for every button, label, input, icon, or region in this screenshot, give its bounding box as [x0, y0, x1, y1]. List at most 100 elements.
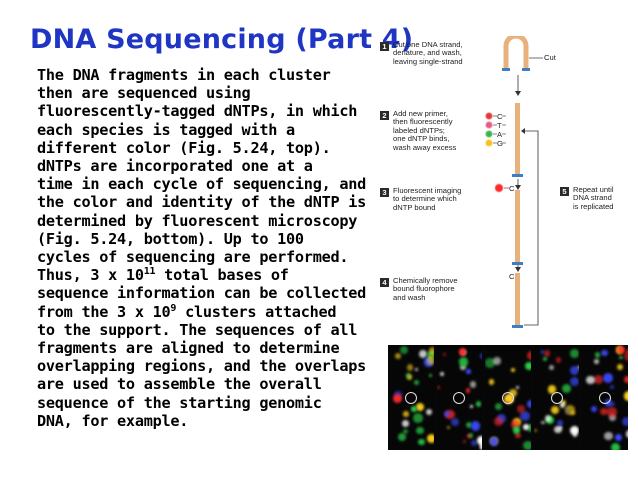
fluorescent-spot: [610, 401, 615, 407]
body-line: to the support. The sequences of all: [37, 320, 358, 339]
fluorescent-spot: [527, 350, 531, 361]
strand-2: [515, 103, 520, 175]
fluorescent-spot: [403, 411, 409, 417]
micrograph-panel: [388, 345, 434, 450]
body-line: time in each cycle of sequencing, and: [37, 175, 367, 194]
body-line: the color and identity of the dNTP is: [37, 193, 367, 212]
highlighted-cluster-circle: [404, 391, 417, 404]
fluorescent-spot: [418, 350, 427, 359]
fluorescent-spot: [495, 403, 503, 411]
fluorescent-spot: [570, 410, 576, 415]
fluorescent-spot: [451, 417, 460, 426]
fluorescent-spot: [562, 383, 572, 394]
dntp-dot: [485, 112, 493, 120]
fluorescent-spot: [470, 405, 474, 409]
fluorescent-spot: [570, 349, 579, 358]
fluorescent-spot: [533, 428, 538, 432]
fluorescent-spot: [604, 431, 613, 441]
fluorescent-spot: [555, 357, 562, 363]
fluorescent-spot: [475, 400, 482, 407]
fluorescent-spot: [523, 424, 530, 431]
fluorescence-micrographs: [388, 345, 628, 450]
fluorescent-spot: [517, 404, 526, 413]
fluorescent-spot: [489, 436, 499, 446]
fluorescent-spot: [604, 399, 612, 407]
fluorescent-spot: [476, 436, 483, 445]
support-4: [512, 325, 523, 328]
fluorescent-spot: [463, 439, 467, 443]
fluorescent-spot: [626, 348, 628, 354]
micrograph-panel: [582, 345, 628, 450]
support-2: [512, 174, 523, 177]
fluorescent-spot: [594, 375, 604, 385]
micrograph-panel: [533, 345, 580, 450]
fluorescent-spot: [611, 442, 621, 450]
fluorescent-spot: [547, 385, 557, 394]
fluorescent-spot: [591, 405, 598, 412]
fluorescent-spot: [465, 387, 471, 393]
step-4-number: 4: [380, 278, 389, 287]
fluorescent-spot: [426, 434, 434, 444]
bound-fluor-dot: [495, 184, 503, 192]
fluorescent-spot: [406, 364, 414, 371]
fluorescent-spot: [601, 349, 608, 356]
fluorescent-spot: [550, 406, 559, 415]
fluorescent-spot: [426, 350, 434, 359]
dntp-label: A: [497, 130, 503, 139]
fluorescent-spot: [415, 426, 424, 435]
fluorescent-spot: [466, 422, 473, 429]
fluorescent-spot: [621, 417, 628, 427]
step-2-number: 2: [380, 111, 389, 120]
fluorescent-spot: [607, 407, 618, 417]
fluorescent-spot: [614, 434, 623, 442]
fluorescent-spot: [523, 440, 531, 450]
fluorescent-spot: [488, 379, 495, 385]
step-1: 1 Cut one DNA strand,denature, and wash,…: [380, 40, 463, 66]
fluorescent-spot: [412, 412, 423, 423]
strand-4: [515, 273, 520, 326]
fluorescent-spot: [480, 352, 483, 359]
repeat-loop-arrow: [524, 130, 539, 326]
fluorescent-spot: [470, 439, 478, 447]
fluorescent-spot: [426, 356, 434, 365]
fluorescent-spot: [603, 372, 614, 383]
fluorescent-spot: [559, 426, 563, 430]
step-1-text: Cut one DNA strand,denature, and wash,le…: [393, 40, 463, 66]
body-line: determined by fluorescent microscopy: [37, 211, 358, 230]
fluorescent-spot: [520, 411, 531, 421]
fluorescent-spot: [446, 425, 451, 430]
fluorescent-spot: [540, 350, 545, 355]
fluorescent-spot: [405, 373, 410, 378]
fluorescent-spot: [623, 391, 628, 401]
fluorescent-spot: [466, 369, 471, 374]
step-5-number: 5: [560, 187, 569, 196]
fluorescent-spot: [557, 420, 564, 426]
fluorescent-spot: [425, 408, 433, 415]
fluorescent-spot: [617, 345, 626, 354]
fluorescent-spot: [442, 353, 446, 357]
removed-label: C: [509, 272, 515, 281]
fluorescent-spot: [565, 405, 575, 416]
fluorescent-spot: [492, 356, 501, 365]
fluorescent-spot: [468, 433, 474, 438]
fluorescent-spot: [418, 438, 425, 446]
body-line: cycles of sequencing are performed.: [37, 248, 349, 267]
fluorescent-spot: [609, 414, 616, 421]
fluorescent-spot: [436, 386, 440, 390]
body-line: fragments are aligned to determine: [37, 339, 340, 358]
fluorescent-spot: [460, 365, 466, 371]
body-line: then are sequenced using: [37, 84, 251, 103]
fluorescent-spot: [569, 426, 579, 436]
fluorescent-spot: [400, 346, 409, 355]
step-1-number: 1: [380, 42, 389, 51]
